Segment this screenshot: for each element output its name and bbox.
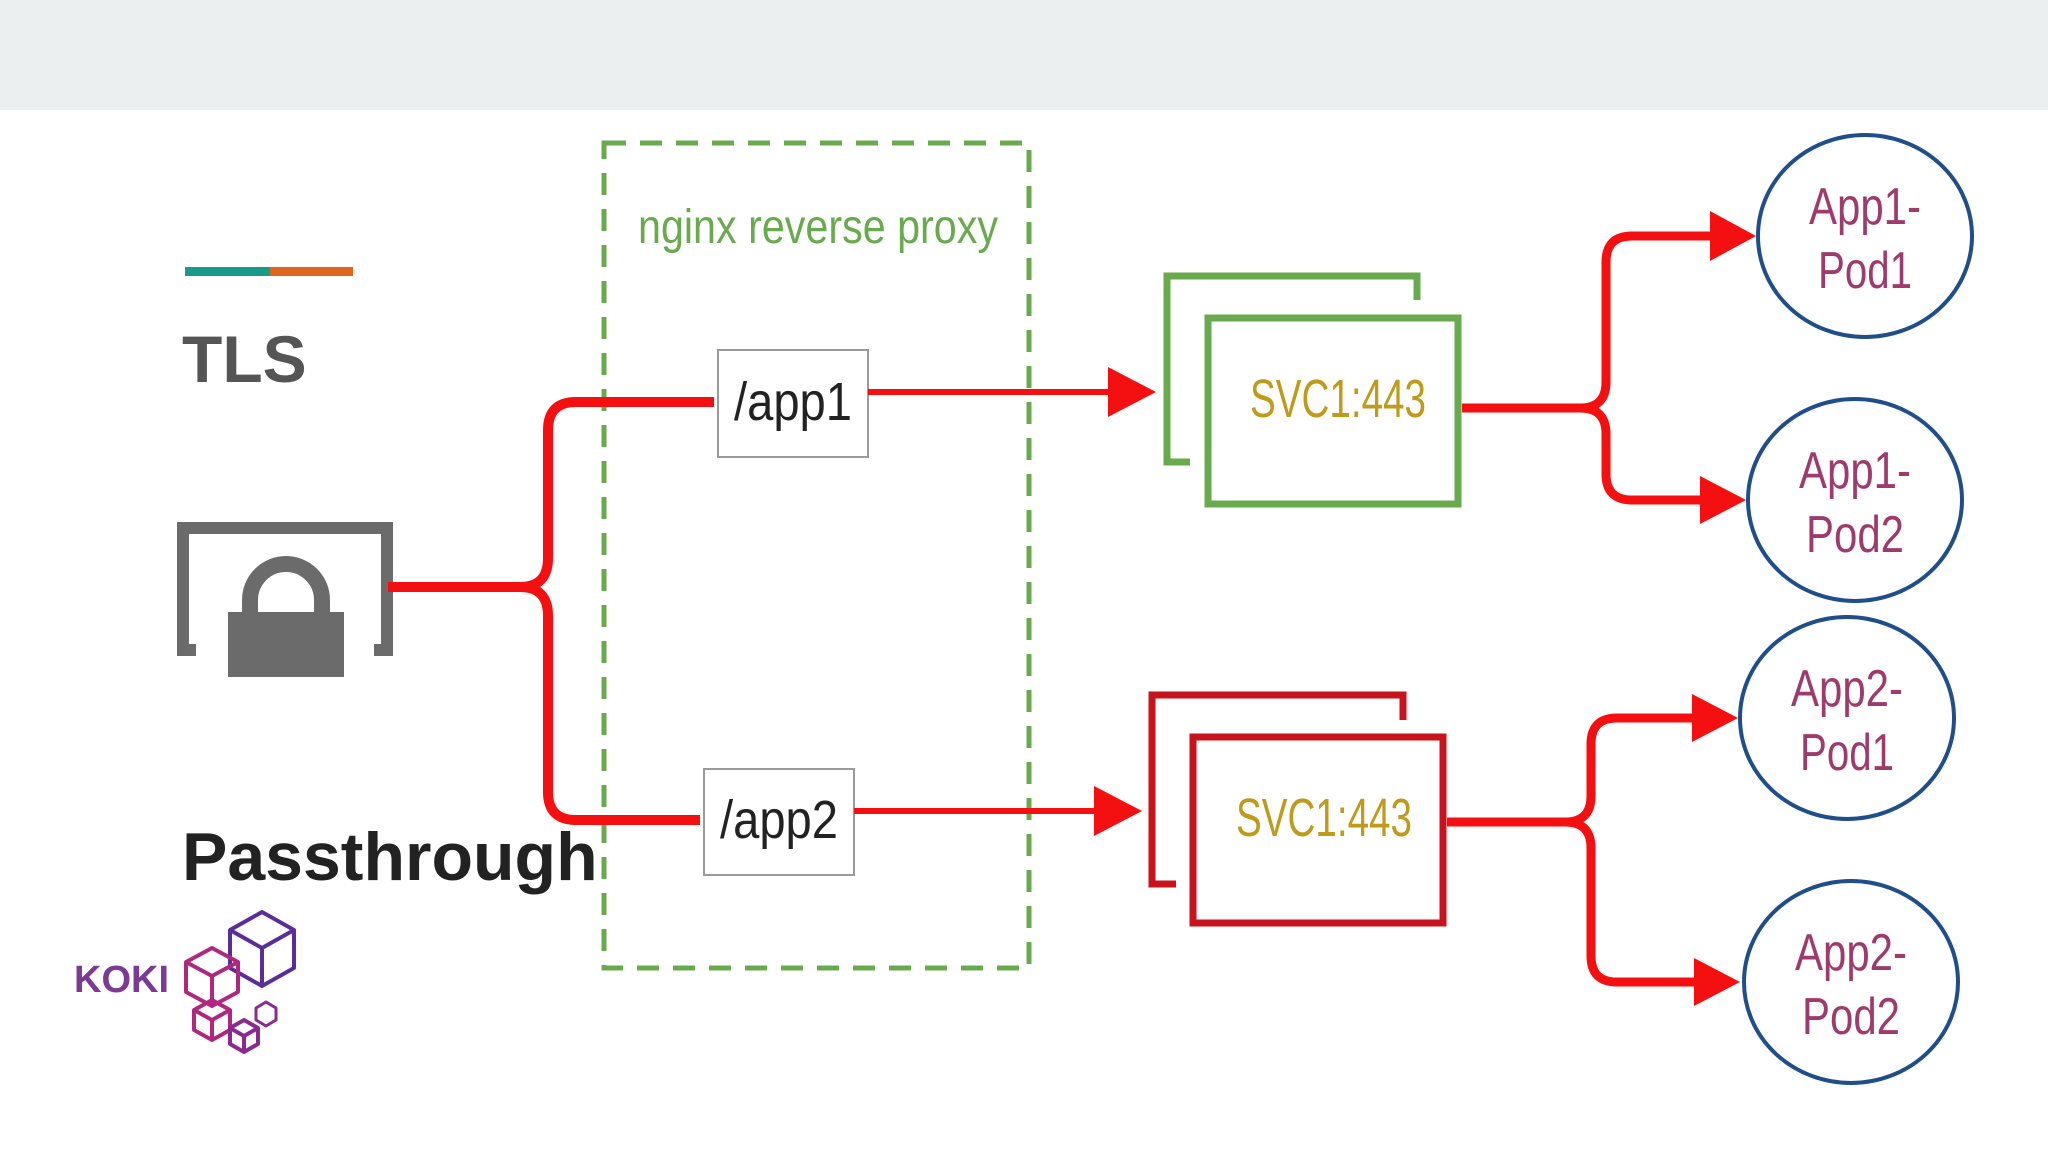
arrow-svc1-to-pod1 [1462,231,1720,413]
service-box-1: SVC1:443 [1163,272,1462,508]
path-box-app2: /app2 [703,768,855,876]
arrowhead-svc2 [1094,786,1142,836]
pod-label-line2: Pod2 [1802,988,1900,1046]
arrow-svc1-to-pod2 [1579,403,1710,505]
service-label-2: SVC1:443 [1236,788,1412,848]
pod-label-line1: App1- [1799,442,1911,500]
arrowhead-pod4 [1694,958,1740,1006]
pod-app1-pod2: App1- Pod2 [1746,397,1964,603]
nginx-proxy-label: nginx reverse proxy [638,201,998,254]
arrowhead-pod2 [1700,476,1746,524]
arrow-lock-to-app2 [519,582,701,825]
arrowhead-pod1 [1710,211,1756,261]
arrow-lock-to-app1 [388,397,715,592]
pod-label-line1: App1- [1809,178,1921,236]
arrow-svc2-to-pod2 [1564,817,1704,987]
pod-app1-pod1: App1- Pod1 [1756,133,1974,339]
top-band [0,0,2048,110]
pod-label-line1: App2- [1795,924,1907,982]
path-box-app1: /app1 [717,349,869,458]
pod-label-line1: App2- [1791,660,1903,718]
pod-app2-pod1: App2- Pod1 [1738,615,1956,821]
pod-label-line2: Pod1 [1818,242,1912,300]
pod-label-line2: Pod2 [1806,506,1904,564]
ingress-arrows [388,397,715,825]
service-label-1: SVC1:443 [1250,369,1426,429]
arrowhead-pod3 [1692,694,1738,742]
accent-bar [185,267,353,276]
arrow-svc2-to-pod1 [1447,713,1702,827]
accent-bar-teal [185,267,270,276]
pod-label-line2: Pod1 [1800,724,1894,782]
koki-logo-text: KOKI [74,959,169,1001]
path-label-app2: /app2 [720,790,838,850]
service-box-2: SVC1:443 [1148,691,1447,927]
nginx-proxy-box [601,140,1032,971]
lock-icon [177,522,393,677]
arrowhead-svc1 [1108,367,1156,417]
koki-logo: KOKI [74,910,296,1054]
proxy-to-service-arrows [854,389,1151,814]
service-to-pod-arrows [1447,231,1720,987]
pod-app2-pod2: App2- Pod2 [1742,879,1960,1085]
accent-bar-orange [270,267,353,276]
path-label-app1: /app1 [734,372,852,432]
cubes-icon [184,910,296,1054]
heading-passthrough: Passthrough [182,819,598,895]
heading-tls: TLS [182,322,307,396]
